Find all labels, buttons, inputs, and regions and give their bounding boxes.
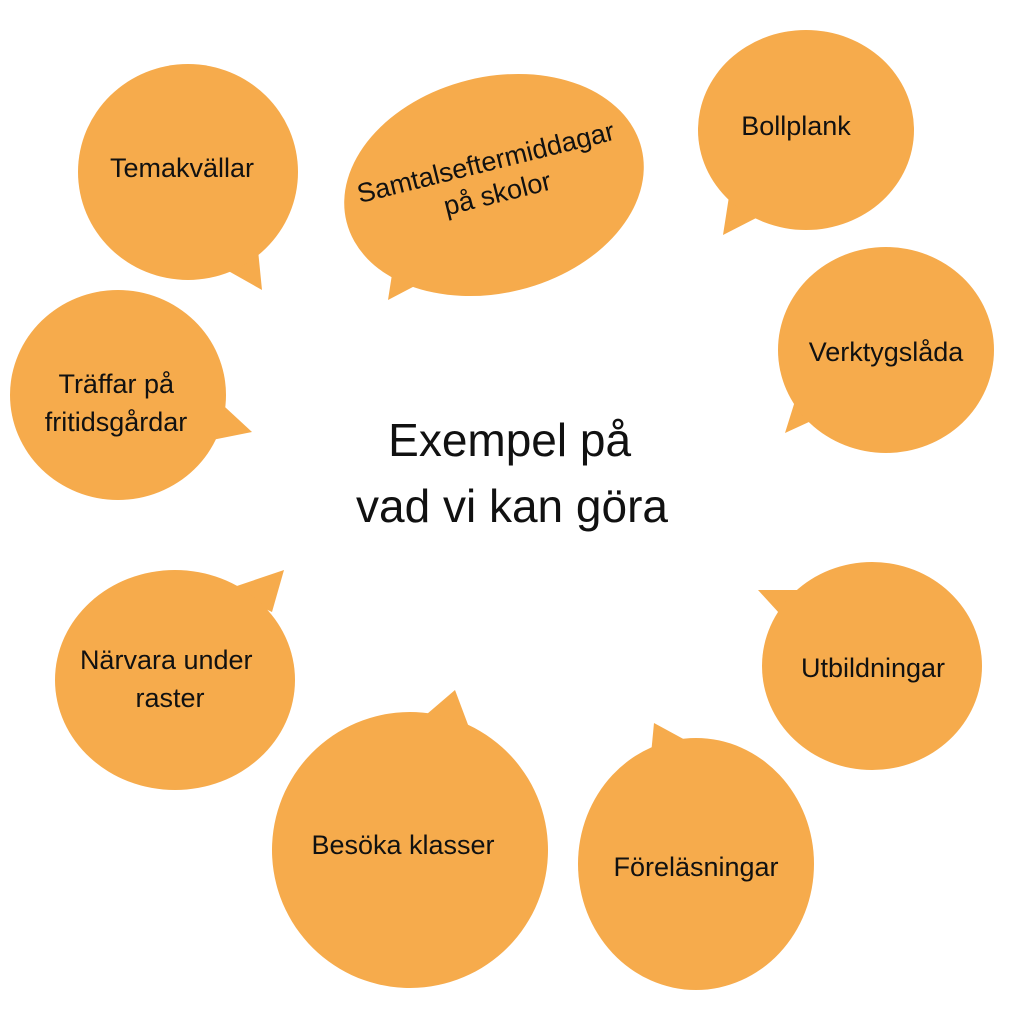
bubble-bollplank: Bollplank (698, 30, 914, 235)
bubble-utbildningar-body (762, 562, 982, 770)
bubble-traffar-line-2: fritidsgårdar (45, 407, 188, 437)
bubble-narvara-label: Närvara under raster (80, 645, 260, 713)
bubble-besoka-label: Besöka klasser (311, 830, 494, 860)
bubble-besoka-body (272, 712, 548, 988)
bubble-samtalseftermiddagar: Samtalseftermiddagar på skolor (344, 73, 644, 300)
bubble-utbildningar-label: Utbildningar (801, 653, 945, 683)
diagram-title-line-1: Exempel på (388, 414, 631, 466)
bubble-narvara-line-1: Närvara under (80, 645, 253, 675)
bubble-forelasningar-body (578, 738, 814, 990)
bubble-samtalseftermiddagar-body (344, 73, 644, 297)
bubble-narvara: Närvara under raster (55, 570, 295, 790)
bubble-temakvallar-line-1: Temakvällar (110, 153, 254, 183)
bubble-traffar-label: Träffar på fritidsgårdar (45, 369, 188, 437)
bubble-temakvallar: Temakvällar (78, 64, 298, 290)
bubble-narvara-shape (225, 570, 284, 612)
bubble-verktygslada-body (778, 247, 994, 453)
bubble-traffar-body (10, 290, 226, 500)
bubble-narvara-line-2: raster (135, 683, 204, 713)
bubble-utbildningar: Utbildningar (758, 562, 982, 770)
bubble-temakvallar-label: Temakvällar (110, 153, 254, 183)
bubble-verktygslada-label: Verktygslåda (809, 337, 965, 367)
diagram-title-line-2: vad vi kan göra (356, 480, 668, 532)
bubble-besoka: Besöka klasser (272, 690, 548, 988)
bubble-verktygslada: Verktygslåda (778, 247, 994, 453)
bubble-bollplank-line-1: Bollplank (741, 111, 851, 141)
bubble-besoka-line-1: Besöka klasser (311, 830, 494, 860)
diagram-title: Exempel på vad vi kan göra (356, 414, 668, 532)
bubble-utbildningar-line-1: Utbildningar (801, 653, 945, 683)
bubble-verktygslada-line-1: Verktygslåda (809, 337, 965, 367)
bubble-traffar: Träffar på fritidsgårdar (10, 290, 252, 500)
bubble-bollplank-label: Bollplank (741, 111, 851, 141)
bubble-forelasningar-label: Föreläsningar (613, 852, 778, 882)
bubble-temakvallar-body (78, 64, 298, 280)
bubble-narvara-body (55, 570, 295, 790)
bubble-bollplank-body (698, 30, 914, 230)
bubble-forelasningar: Föreläsningar (578, 723, 814, 990)
bubble-traffar-line-1: Träffar på (58, 369, 175, 399)
bubble-forelasningar-line-1: Föreläsningar (613, 852, 778, 882)
